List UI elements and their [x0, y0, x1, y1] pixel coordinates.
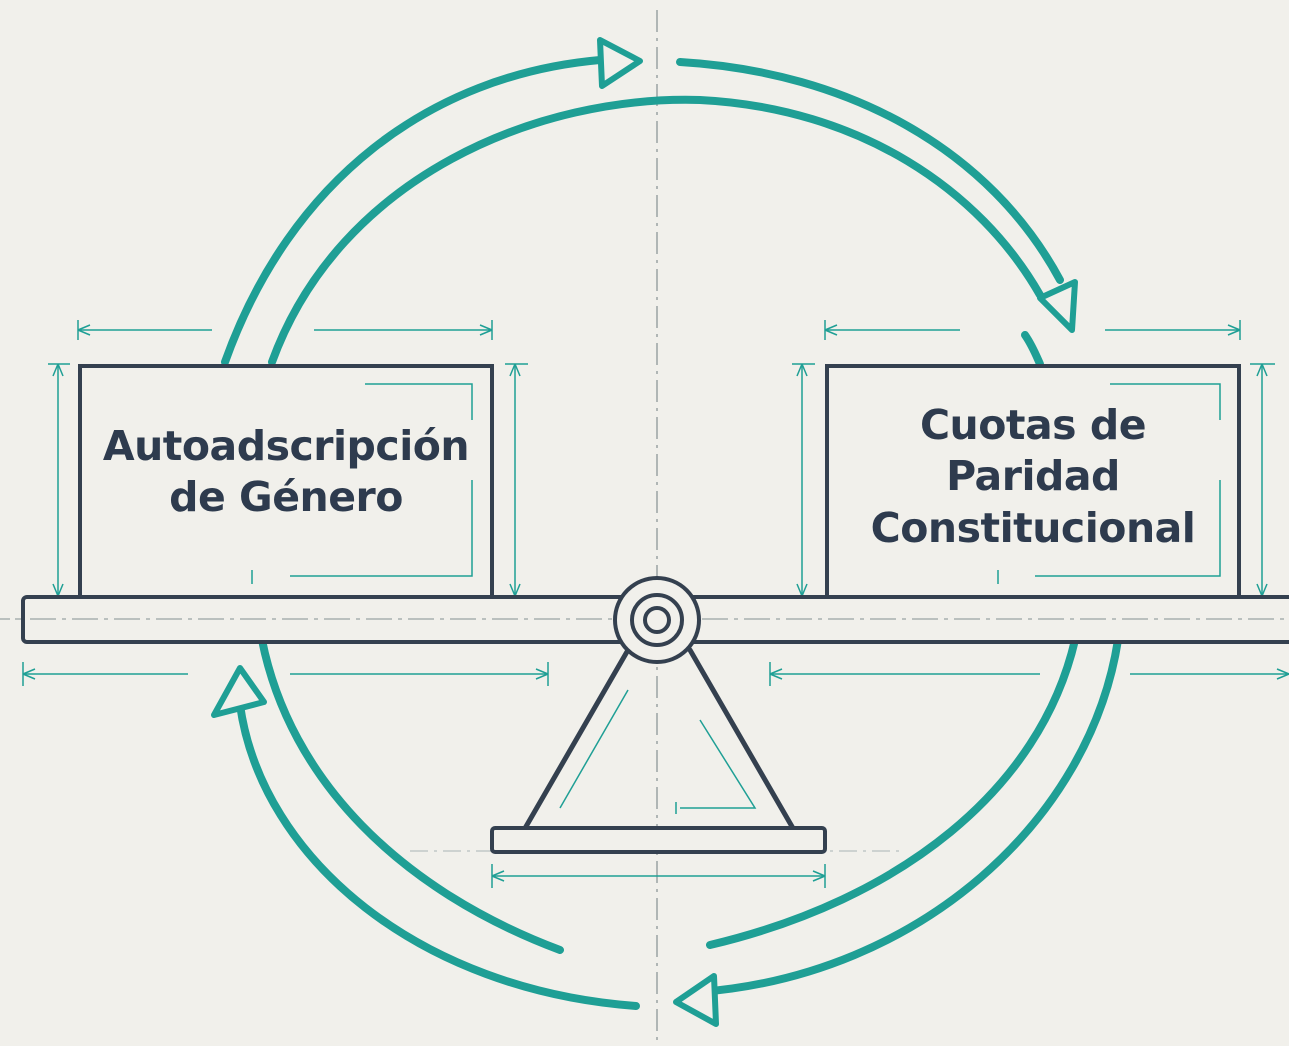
left-box-label-line-1: Autoadscripción [102, 421, 470, 470]
left-box-label-line-2: de Género [169, 473, 403, 521]
cycle-arc-lower-right-inner [706, 636, 1079, 949]
right-box [825, 364, 1241, 600]
right-box-label-line-2: Paridad [946, 452, 1120, 501]
right-box-label-line-3: Constitucional [870, 503, 1196, 552]
arrowhead-bottom-icon [673, 973, 719, 1027]
cycle-arc-lower-left [236, 701, 640, 1010]
arrowhead-left-icon [211, 665, 267, 718]
cycle-arc-top-right [676, 58, 1064, 284]
left-box-inner-mark [251, 383, 473, 584]
beam-dimensions [22, 662, 1289, 686]
base-dimension [491, 864, 826, 888]
arrowhead-right-icon [1037, 279, 1078, 333]
cycle-arc-top-inner [268, 95, 1044, 366]
pivot-inner [643, 606, 671, 634]
right-box-label: Cuotas de Paridad Constitucional [829, 368, 1237, 596]
cycle-arc-lower-left-inner [258, 636, 564, 954]
right-box-inner-mark [997, 383, 1221, 584]
cycle-arc-lower-right [696, 636, 1122, 996]
fulcrum-triangle [521, 647, 797, 833]
base-plate [490, 826, 827, 854]
left-box-label: Autoadscripción de Género [82, 368, 490, 596]
left-box [78, 364, 494, 600]
right-box-label-line-1: Cuotas de [919, 401, 1147, 450]
fulcrum-inner-lines [559, 689, 757, 814]
cycle-arc-top-left [221, 56, 604, 366]
arrowhead-top-icon [597, 37, 643, 89]
right-box-dimensions [792, 320, 1275, 597]
cycle-arc-right-upper [1021, 331, 1044, 368]
